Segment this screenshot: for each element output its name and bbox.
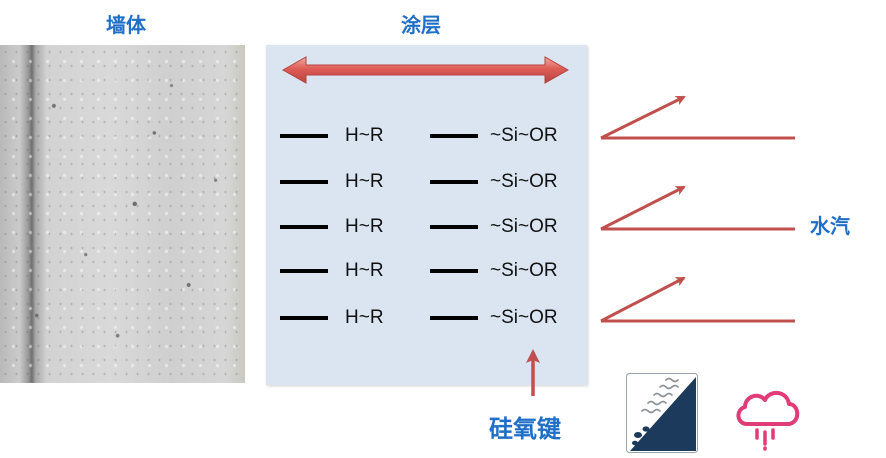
molecule-row: H~R ~Si~OR — [278, 124, 578, 148]
si-or-group: ~Si~OR — [490, 125, 558, 146]
bond-bar — [430, 225, 478, 229]
bond-bar — [280, 269, 328, 273]
water-vapor-label: 水汽 — [810, 216, 850, 238]
coating-label: 涂层 — [401, 15, 441, 37]
bond-bar — [430, 269, 478, 273]
hr-group: H~R — [345, 171, 384, 192]
vapor-arrow-2 — [600, 185, 795, 231]
bond-bar — [430, 316, 478, 320]
bond-bar — [280, 134, 328, 138]
concrete-wall-image — [0, 45, 245, 383]
vapor-arrow-1 — [600, 95, 795, 140]
siloxane-bond-label: 硅氧键 — [489, 416, 561, 443]
water-repellent-surface-icon — [626, 373, 698, 453]
si-or-group: ~Si~OR — [490, 260, 558, 281]
si-or-group: ~Si~OR — [490, 171, 558, 192]
bond-bar — [280, 316, 328, 320]
bond-bar — [430, 134, 478, 138]
bond-bar — [280, 180, 328, 184]
hr-group: H~R — [345, 125, 384, 146]
molecule-row: H~R ~Si~OR — [278, 306, 578, 330]
wall-label: 墙体 — [106, 15, 146, 37]
hr-group: H~R — [345, 307, 384, 328]
si-or-group: ~Si~OR — [490, 307, 558, 328]
molecule-row: H~R ~Si~OR — [278, 215, 578, 239]
coating-panel — [266, 45, 587, 385]
bond-bar — [430, 180, 478, 184]
hr-group: H~R — [345, 216, 384, 237]
vapor-arrow-3 — [600, 276, 795, 323]
rain-cloud-icon — [736, 391, 800, 451]
hr-group: H~R — [345, 260, 384, 281]
bond-bar — [280, 225, 328, 229]
molecule-row: H~R ~Si~OR — [278, 170, 578, 194]
si-or-group: ~Si~OR — [490, 216, 558, 237]
molecule-row: H~R ~Si~OR — [278, 259, 578, 283]
coating-width-double-arrow — [281, 56, 570, 84]
